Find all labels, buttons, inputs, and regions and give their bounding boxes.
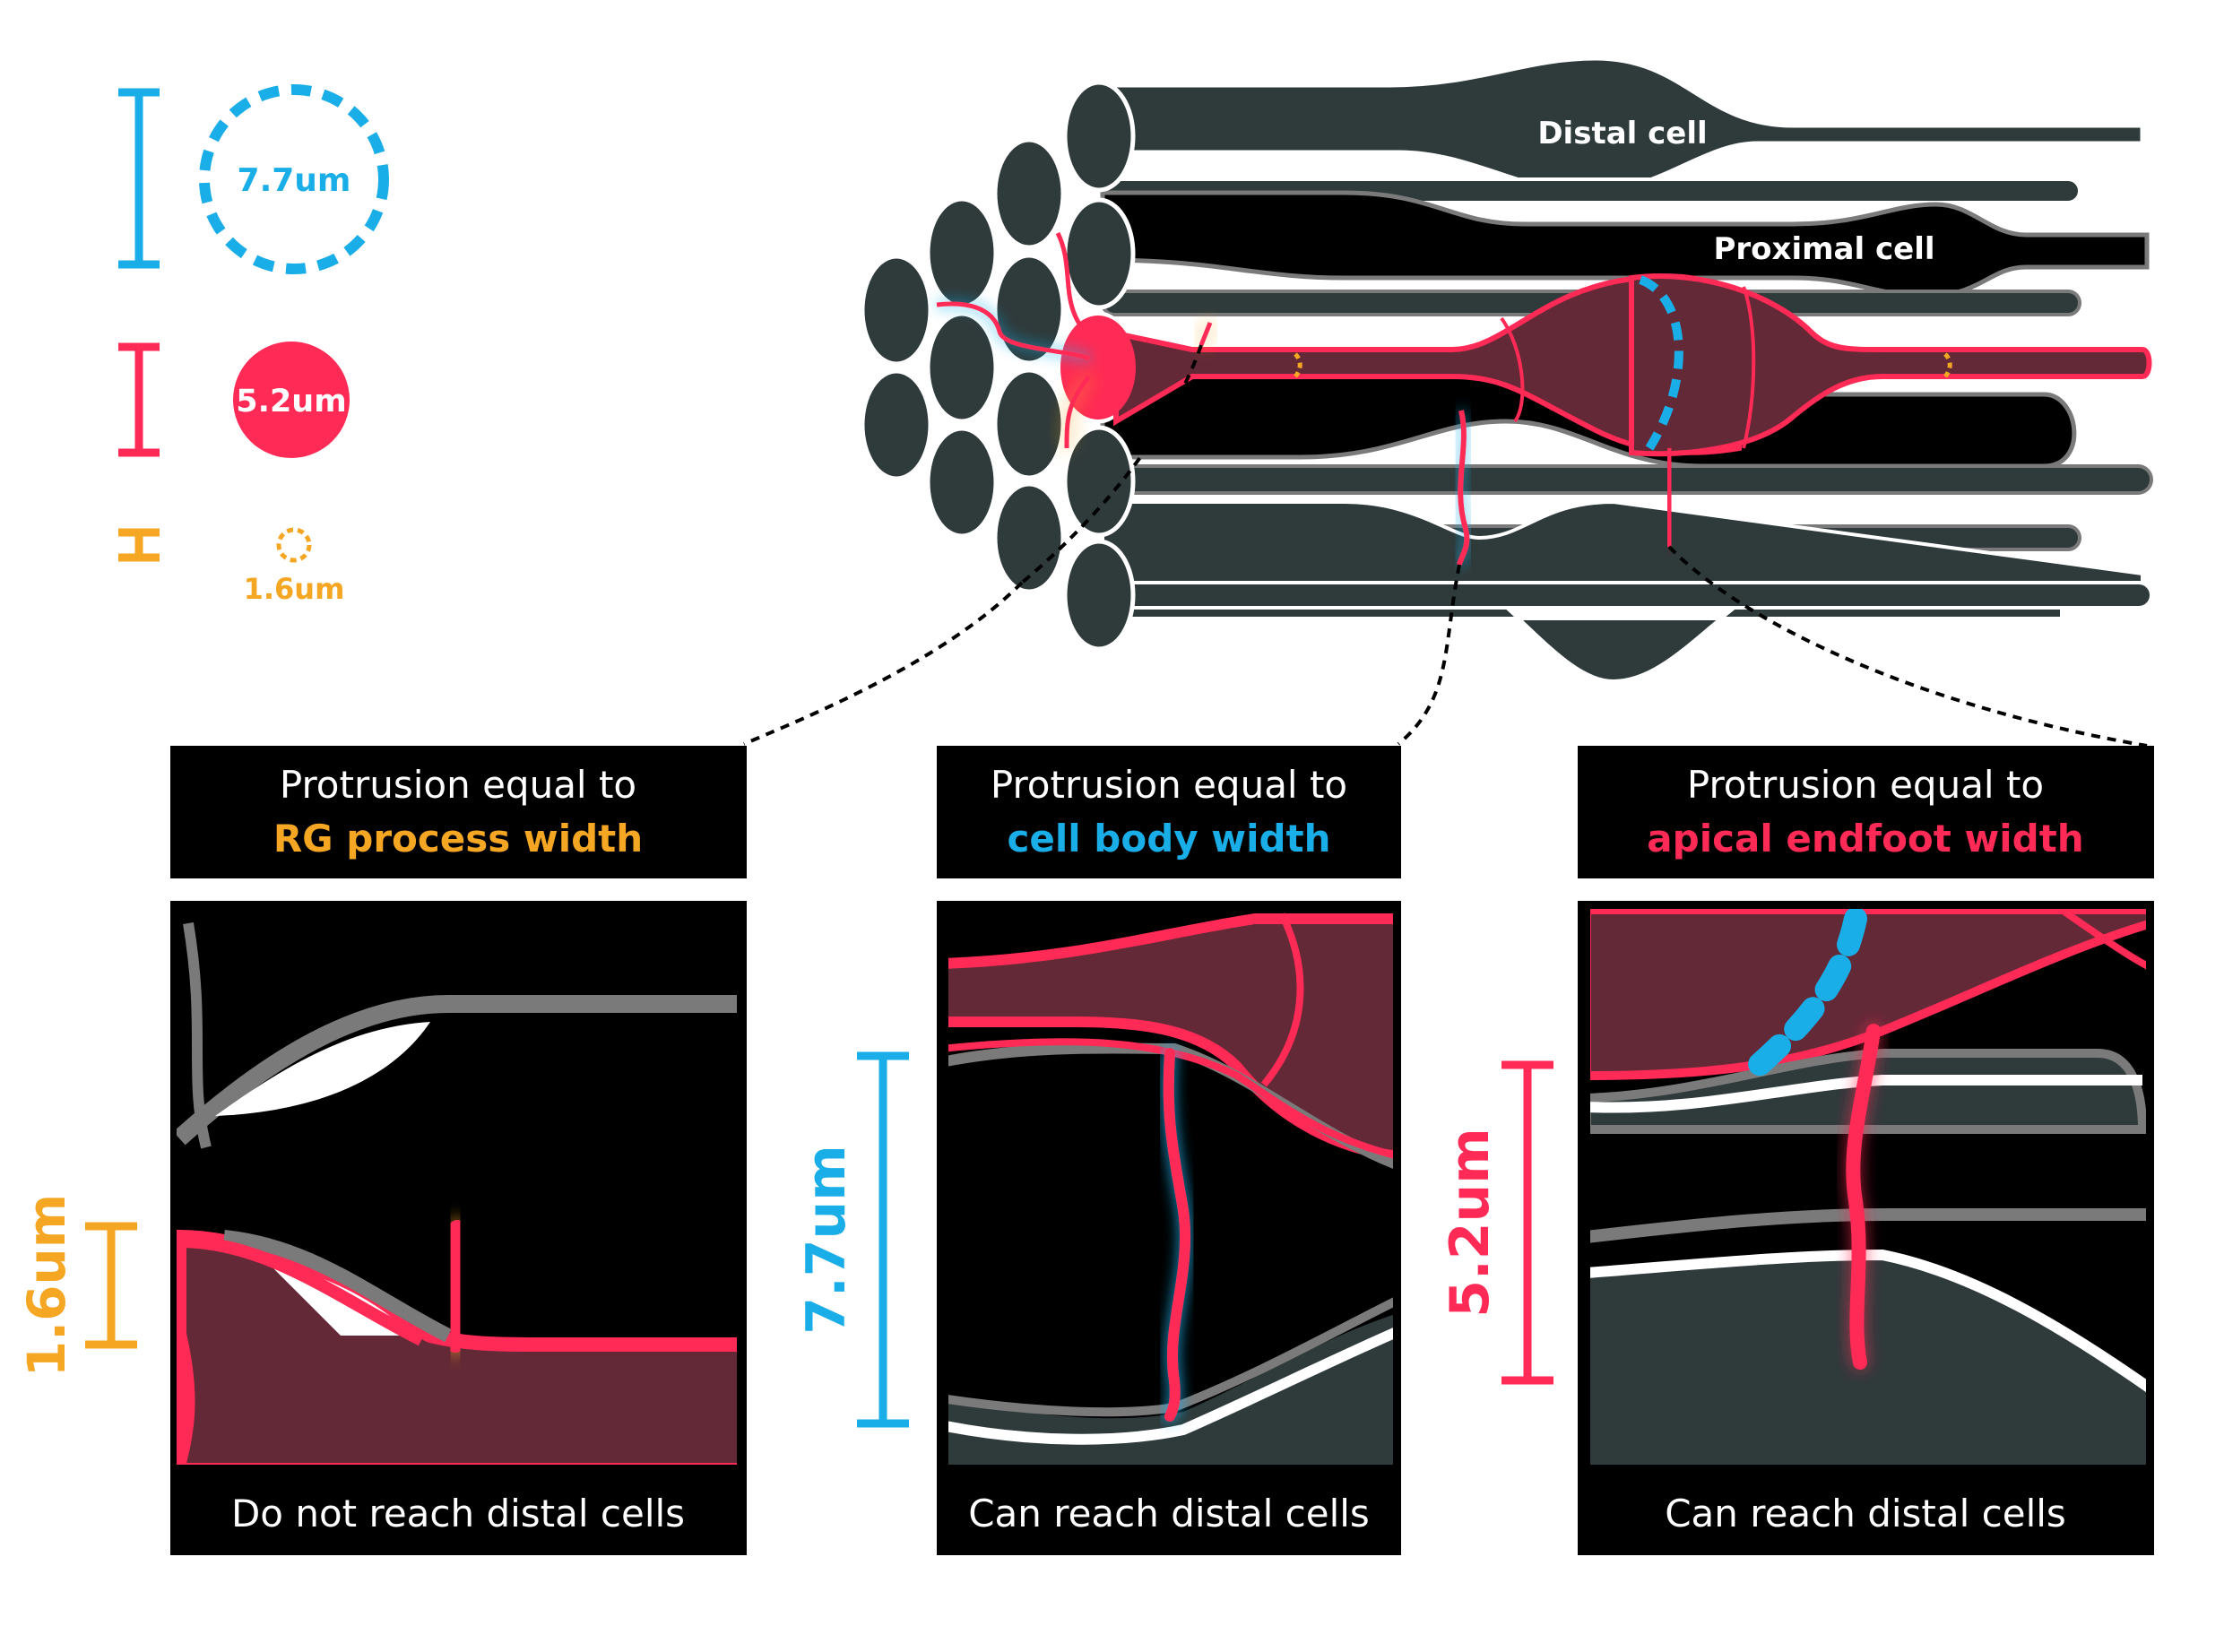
highlighted-cell — [936, 231, 2152, 566]
distal-cell-label: Distal cell — [1537, 116, 1707, 151]
panel-2-scale-bar — [857, 1051, 909, 1428]
process-scale-bar — [118, 528, 160, 562]
legend: 7.7um 5.2um 1.6um — [118, 84, 389, 606]
endfoot-filled-circle — [233, 342, 350, 458]
panel-2-title-line2: cell body width — [1007, 817, 1330, 861]
panel-3-scale-bar — [1501, 1060, 1553, 1385]
panel-3-caption: Can reach distal cells — [1665, 1492, 2066, 1535]
panel-1-caption: Do not reach distal cells — [231, 1492, 685, 1535]
panel-cell-body: Protrusion equal to cell body width 7.7u… — [795, 746, 1401, 1555]
cell-body-scale-bar — [118, 88, 160, 269]
panel-1-title-line2: RG process width — [273, 817, 643, 861]
panel-1-title-line1: Protrusion equal to — [280, 763, 636, 807]
panel-apical-endfoot: Protrusion equal to apical endfoot width… — [1439, 746, 2154, 1555]
process-dashed-circle — [276, 527, 312, 563]
cell-diagram: Distal cell Proximal cell — [860, 56, 2153, 684]
endfoot-legend-label: 5.2um — [236, 384, 346, 419]
endfoot-scale-bar — [118, 342, 160, 457]
panel-2-scale-label: 7.7um — [795, 1145, 858, 1335]
leader-lines — [743, 344, 2148, 748]
panel-3-title-line2: apical endfoot width — [1647, 817, 2083, 861]
panel-1-scale-label: 1.6um — [16, 1194, 77, 1377]
panel-3-title-line1: Protrusion equal to — [1687, 763, 2044, 807]
panel-3-scale-label: 5.2um — [1439, 1128, 1501, 1318]
panel-rg-process: Protrusion equal to RG process width 1.6… — [16, 746, 747, 1555]
cell-body-dashed-circle — [199, 84, 389, 274]
process-legend-label: 1.6um — [244, 572, 345, 606]
proximal-cell-label: Proximal cell — [1713, 231, 1934, 267]
panel-2-title-line1: Protrusion equal to — [991, 763, 1347, 807]
cell-end-caps — [860, 80, 1136, 652]
panel-2-caption: Can reach distal cells — [968, 1492, 1370, 1535]
panel-1-scale-bar — [85, 1222, 137, 1349]
cell-body-legend-label: 7.7um — [238, 162, 351, 199]
